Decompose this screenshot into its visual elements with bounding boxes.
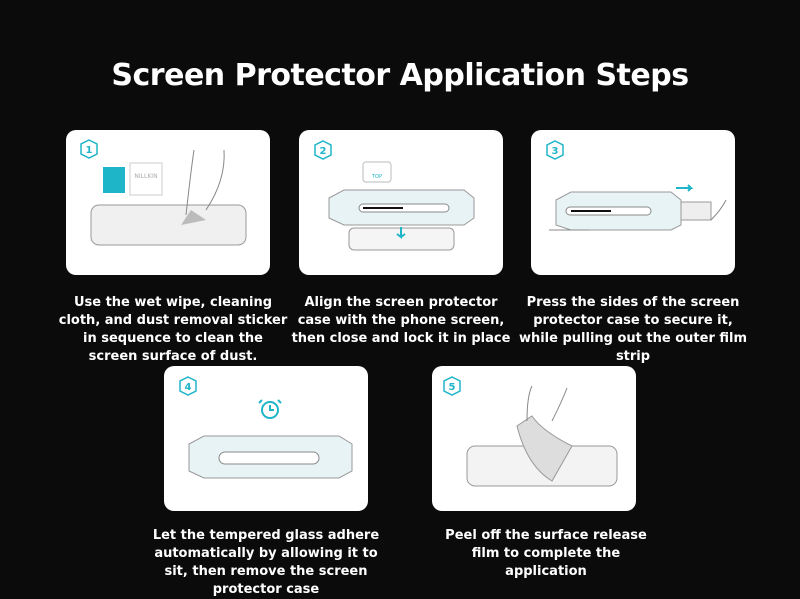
- hand-icon: [526, 385, 568, 422]
- phone-icon: [90, 204, 247, 246]
- case-slot-icon: [358, 203, 450, 213]
- step-badge-icon: 5: [443, 376, 461, 396]
- step-2-image: 2 TOP: [299, 130, 503, 275]
- step-1-caption: Use the wet wipe, cleaning cloth, and du…: [58, 295, 288, 364]
- hand-icon: [185, 149, 225, 216]
- step-1-image: 1 NILLKIN: [66, 130, 270, 275]
- release-film-icon: [516, 415, 573, 482]
- step-3-caption: Press the sides of the screen protector …: [518, 295, 748, 364]
- hand-icon: [549, 199, 727, 231]
- step-4-image: 4: [164, 366, 368, 511]
- page-title: Screen Protector Application Steps: [111, 58, 689, 93]
- step-number: 3: [552, 146, 559, 157]
- cleaning-cloth-icon: [129, 162, 163, 196]
- step-number: 5: [449, 382, 456, 393]
- top-tag-label: TOP: [371, 174, 382, 180]
- pull-tab-icon: [680, 201, 712, 221]
- wipe-icon: [181, 210, 206, 225]
- step-2-caption: Align the screen protector case with the…: [291, 295, 511, 346]
- step-3-image: 3: [531, 130, 735, 275]
- step-number: 4: [185, 382, 192, 393]
- case-slot-icon: [218, 451, 320, 465]
- top-tag-icon: [362, 161, 392, 183]
- alarm-clock-icon: [258, 399, 282, 419]
- arrow-right-icon: [676, 184, 694, 192]
- step-number: 2: [320, 146, 327, 157]
- film-strip-icon: [571, 210, 611, 212]
- step-badge-icon: 1: [80, 139, 98, 159]
- step-badge-icon: 3: [546, 140, 564, 160]
- step-number: 1: [86, 145, 93, 156]
- step-5-caption: Peel off the surface release film to com…: [445, 528, 647, 579]
- dust-sticker-icon: [103, 167, 125, 193]
- film-strip-icon: [363, 207, 403, 209]
- step-badge-icon: 2: [314, 140, 332, 160]
- brand-label: NILLKIN: [134, 173, 157, 180]
- step-badge-icon: 4: [179, 376, 197, 396]
- arrow-down-icon: [396, 227, 406, 239]
- step-4-caption: Let the tempered glass adhere automatica…: [152, 528, 380, 597]
- step-5-image: 5: [432, 366, 636, 511]
